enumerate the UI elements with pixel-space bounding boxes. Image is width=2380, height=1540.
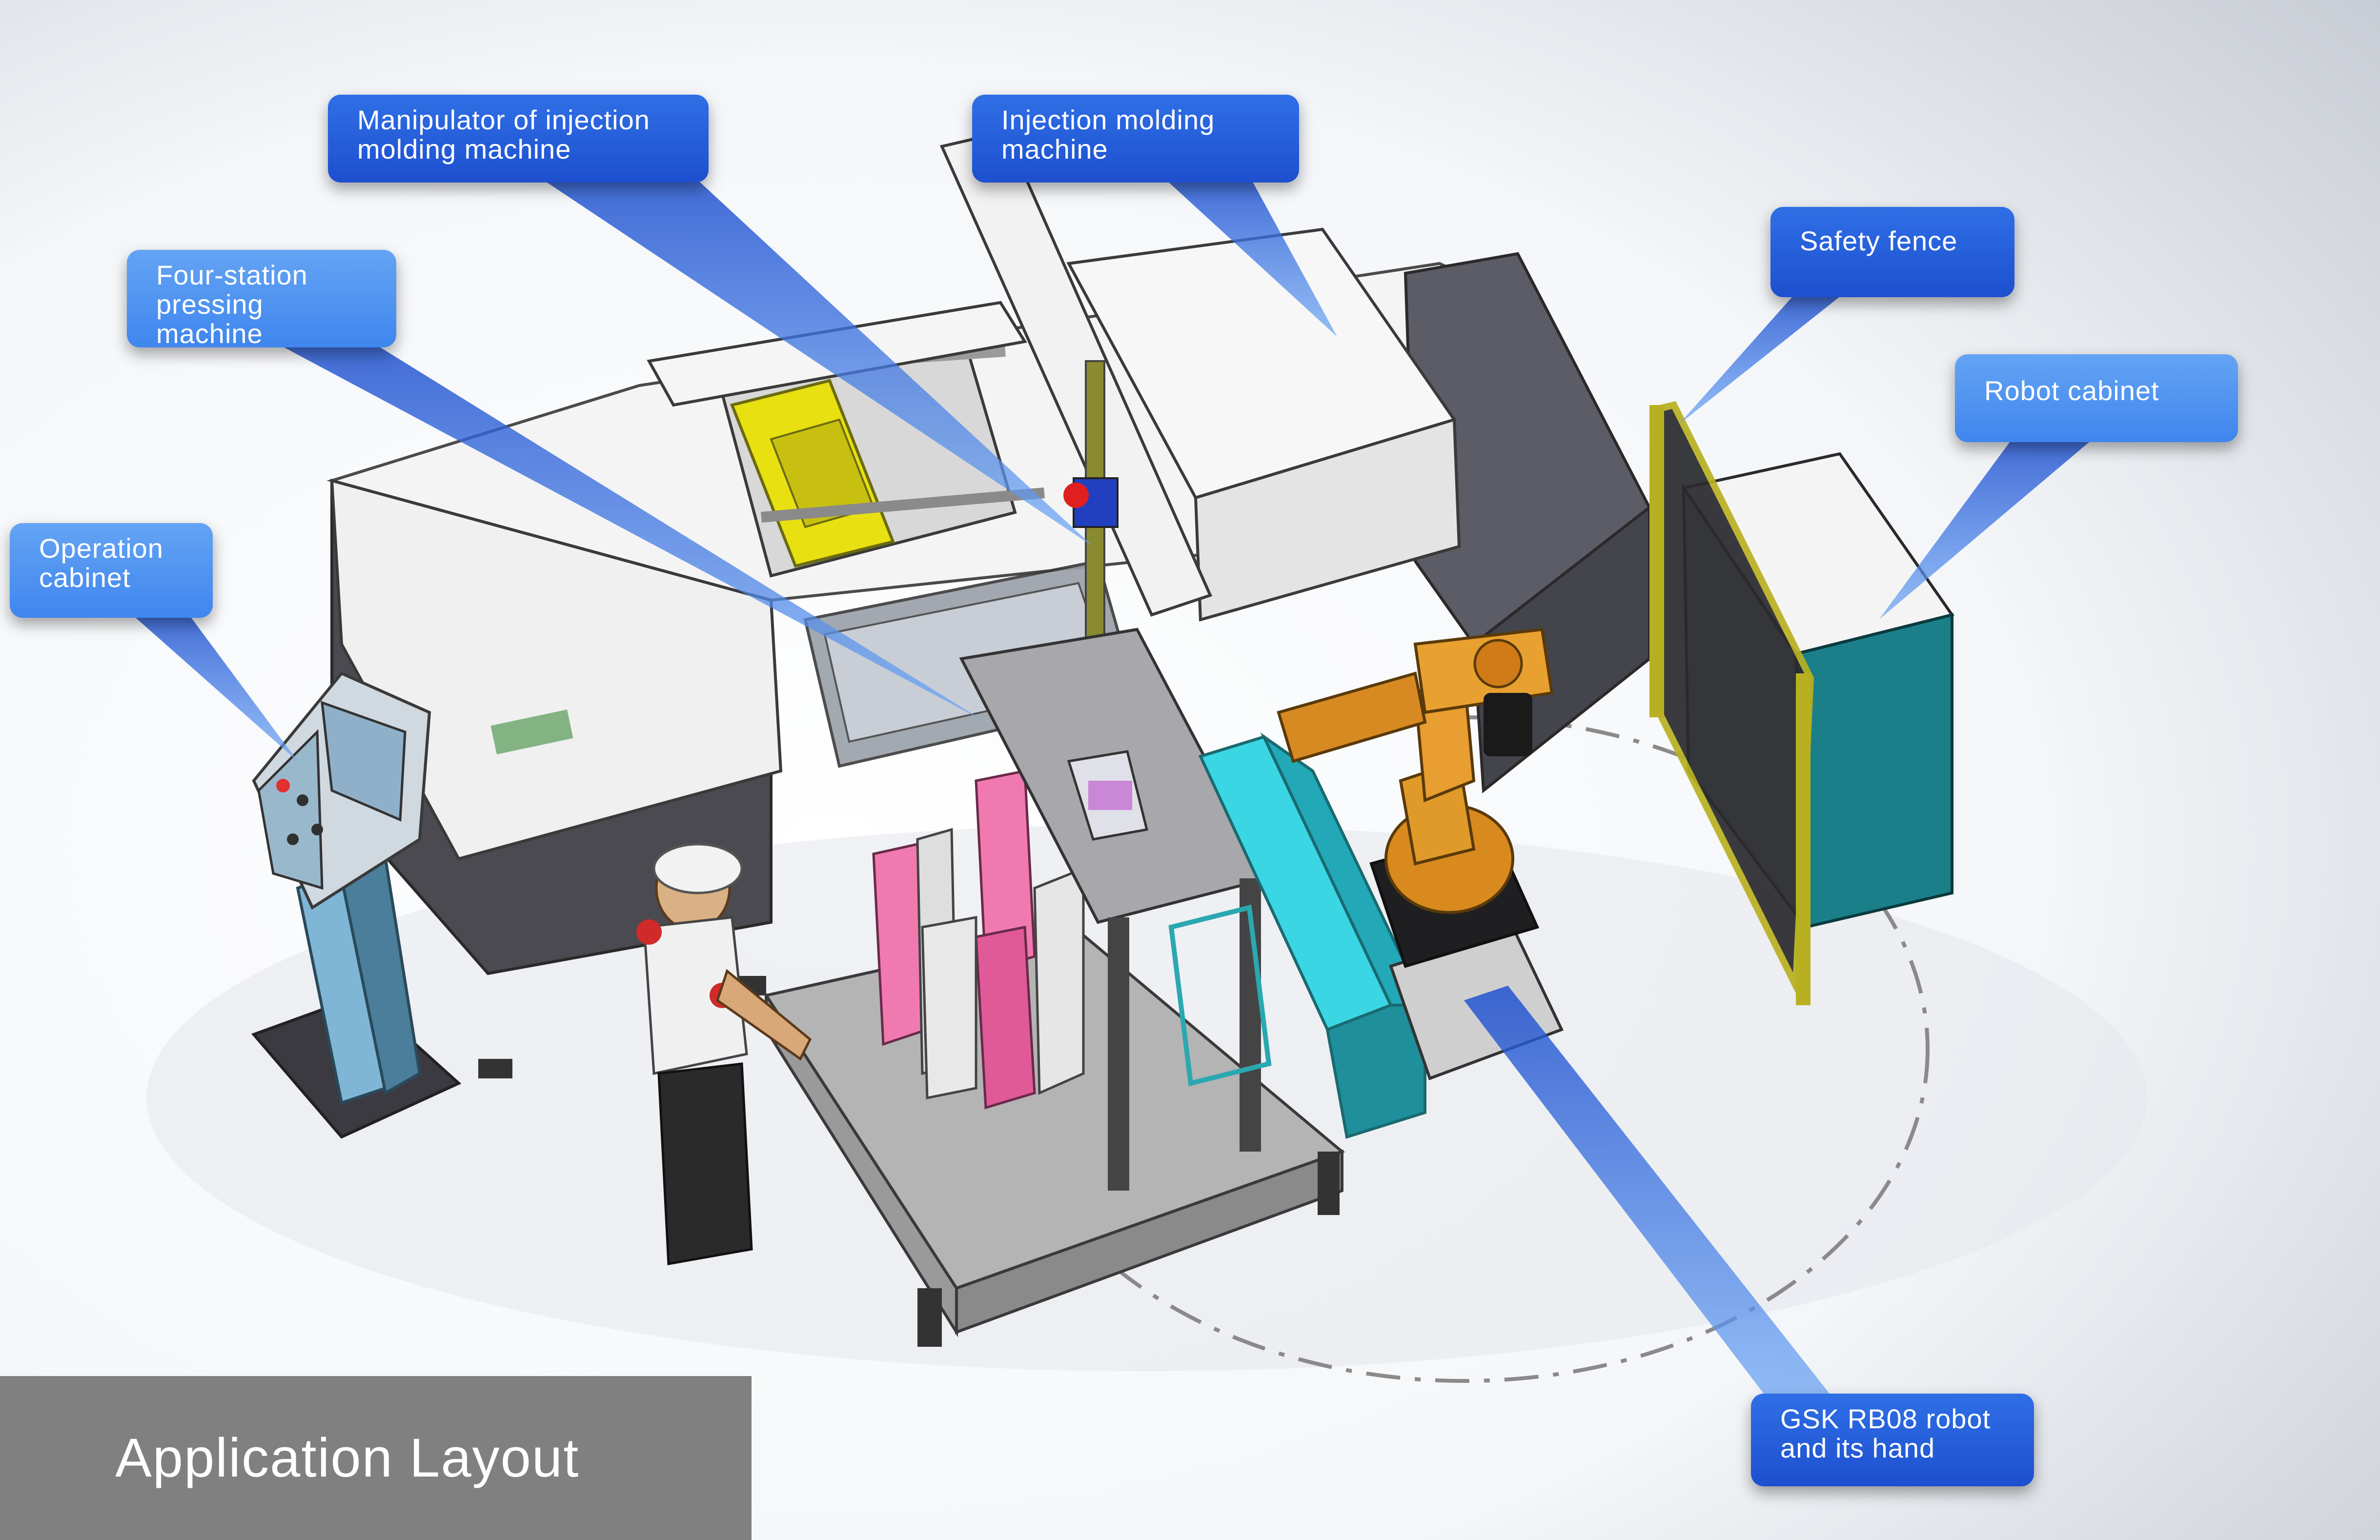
callout-operation-cabinet: Operation cabinet: [10, 523, 213, 618]
callout-pointers: [127, 176, 2098, 1410]
operator-figure: [636, 843, 812, 1265]
callout-safety-fence: Safety fence: [1770, 207, 2014, 297]
application-layout-banner: Application Layout: [0, 1376, 752, 1540]
conveyor: [1198, 732, 1427, 1139]
safety-fence-drawing: [1649, 401, 1814, 1005]
operation-cabinet-drawing: [251, 671, 462, 1139]
pointer-safety-fence: [1679, 293, 1845, 425]
callout-manipulator: Manipulator of injection molding machine: [328, 95, 709, 182]
callout-pressing-machine: Four-station pressing machine: [127, 250, 396, 348]
pointer-injection-machine: [1161, 176, 1337, 337]
pointer-robot: [1464, 986, 1835, 1410]
pressing-machine-table: [764, 628, 1345, 1347]
callout-injection-machine: Injection molding machine: [972, 95, 1299, 182]
pointer-pressing-machine: [273, 342, 986, 722]
robot-drawing: [1277, 628, 1564, 1080]
pointer-robot-cabinet: [1879, 434, 2098, 620]
callout-robot: GSK RB08 robot and its hand: [1751, 1394, 2034, 1486]
callout-robot-cabinet: Robot cabinet: [1955, 354, 2238, 442]
pointer-manipulator: [537, 176, 1093, 547]
pointer-operation-cabinet: [127, 610, 298, 761]
